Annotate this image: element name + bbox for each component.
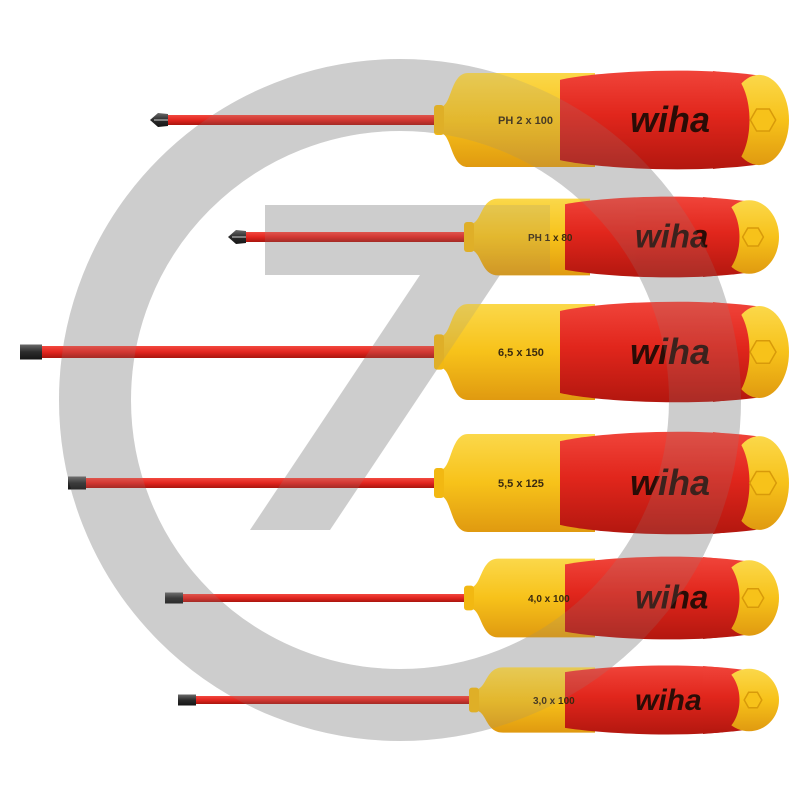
ferrule: [469, 687, 479, 713]
brand-logo: wiha: [630, 462, 710, 503]
hexagon-icon: [749, 108, 777, 132]
hexagon-icon: [743, 691, 763, 709]
slotted-tip: [20, 344, 42, 360]
screwdriver-6: 3,0 x 100 wiha: [178, 665, 779, 735]
shaft: [244, 232, 478, 242]
screwdriver-3: 6,5 x 150 wiha: [20, 301, 789, 403]
ferrule: [434, 105, 444, 135]
screwdriver-2: PH 1 x 80 wiha: [228, 196, 779, 278]
handle-collar: [470, 198, 590, 276]
shaft: [166, 115, 448, 125]
size-label: PH 1 x 80: [528, 233, 573, 244]
handle-collar: [440, 72, 595, 168]
slotted-tip: [165, 592, 183, 604]
slotted-tip: [178, 694, 196, 706]
brand-logo: wiha: [630, 99, 710, 140]
hexagon-icon: [741, 227, 765, 247]
ferrule: [434, 468, 444, 498]
size-label: 3,0 x 100: [533, 696, 575, 707]
screwdriver-5: 4,0 x 100 wiha: [165, 556, 779, 640]
hexagon-icon: [741, 588, 765, 608]
handle-collar: [470, 558, 595, 638]
size-label: 5,5 x 125: [498, 478, 544, 490]
ferrule: [434, 334, 444, 370]
ferrule: [464, 585, 474, 611]
handle-collar: [440, 434, 595, 532]
ferrule: [464, 222, 474, 252]
screwdriver-4: 5,5 x 125 wiha: [68, 431, 789, 535]
hexagon-icon: [748, 470, 778, 496]
slotted-tip: [68, 476, 86, 490]
shaft: [181, 594, 478, 602]
brand-logo: wiha: [635, 684, 702, 717]
hexagon-icon: [749, 339, 777, 365]
brand-logo: wiha: [635, 218, 708, 255]
screwdriver-set: PH 2 x 100 wiha PH 1 x 80 wiha 6,5 x 150 wiha…: [20, 70, 789, 735]
handle-collar: [440, 304, 595, 400]
size-label: PH 2 x 100: [498, 115, 553, 127]
circle-z-watermark-overlay: [59, 59, 741, 741]
size-label: 4,0 x 100: [528, 594, 570, 605]
size-label: 6,5 x 150: [498, 347, 544, 359]
screwdriver-1: PH 2 x 100 wiha: [150, 70, 789, 170]
shaft: [40, 346, 448, 358]
brand-logo: wiha: [630, 331, 710, 372]
shaft: [194, 696, 483, 704]
brand-logo: wiha: [635, 579, 708, 616]
shaft: [84, 478, 448, 488]
